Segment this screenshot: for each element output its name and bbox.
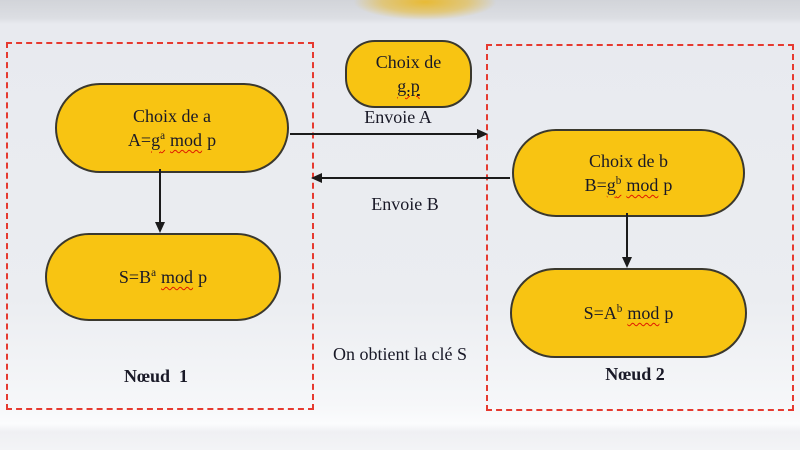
- formula-exponent: b: [615, 175, 622, 187]
- formula-mod: mod: [161, 267, 194, 287]
- formula-exponent: b: [616, 303, 623, 315]
- formula-mod: mod: [627, 303, 660, 323]
- choix-b-title: Choix de b: [589, 151, 668, 171]
- formula-base: g: [151, 130, 161, 150]
- arrow-node1-down-head: [155, 222, 165, 233]
- formula-base: g: [606, 175, 616, 195]
- label-key-note: On obtient la clé S: [333, 344, 467, 364]
- formula-prefix: S=A: [583, 303, 617, 323]
- arrow-envoie-b-head: [311, 173, 322, 183]
- formula-mod: mod: [170, 130, 203, 150]
- formula-suffix: p: [663, 175, 673, 195]
- formula-base-sup: ga: [151, 130, 165, 150]
- arrow-node2-down-head: [622, 257, 632, 268]
- label-envoie-a: Envoie A: [364, 107, 432, 127]
- formula-suffix: p: [664, 303, 674, 323]
- gp-title: Choix de: [375, 52, 442, 72]
- arrow-node2-down-line: [626, 213, 628, 257]
- formula-mod: mod: [626, 175, 659, 195]
- formula-prefix: A=: [127, 130, 152, 150]
- label-envoie-b: Envoie B: [371, 194, 439, 214]
- arrow-envoie-a-line: [290, 133, 478, 135]
- node2-boundary-box: [486, 44, 794, 411]
- formula-base-sup: gb: [607, 175, 622, 195]
- gp-params: g.p: [397, 74, 420, 98]
- arrow-envoie-b-line: [322, 177, 510, 179]
- formula-prefix: S=B: [118, 267, 152, 287]
- formula-suffix: p: [207, 130, 217, 150]
- formula-exponent: a: [151, 267, 157, 279]
- choix-a-title: Choix de a: [133, 106, 211, 126]
- arrow-node1-down-line: [159, 169, 161, 222]
- label-noeud-2: Nœud 2: [605, 364, 665, 384]
- arrow-envoie-a-head: [477, 129, 488, 139]
- formula-exponent: a: [160, 130, 166, 142]
- node-choix-gp: Choix de g.p: [345, 40, 472, 108]
- gp-params-text: g.p: [397, 76, 420, 96]
- formula-prefix: B=: [584, 175, 607, 195]
- formula-suffix: p: [198, 267, 208, 287]
- label-noeud-1: Nœud 1: [123, 366, 189, 386]
- node1-boundary-box: [6, 42, 314, 410]
